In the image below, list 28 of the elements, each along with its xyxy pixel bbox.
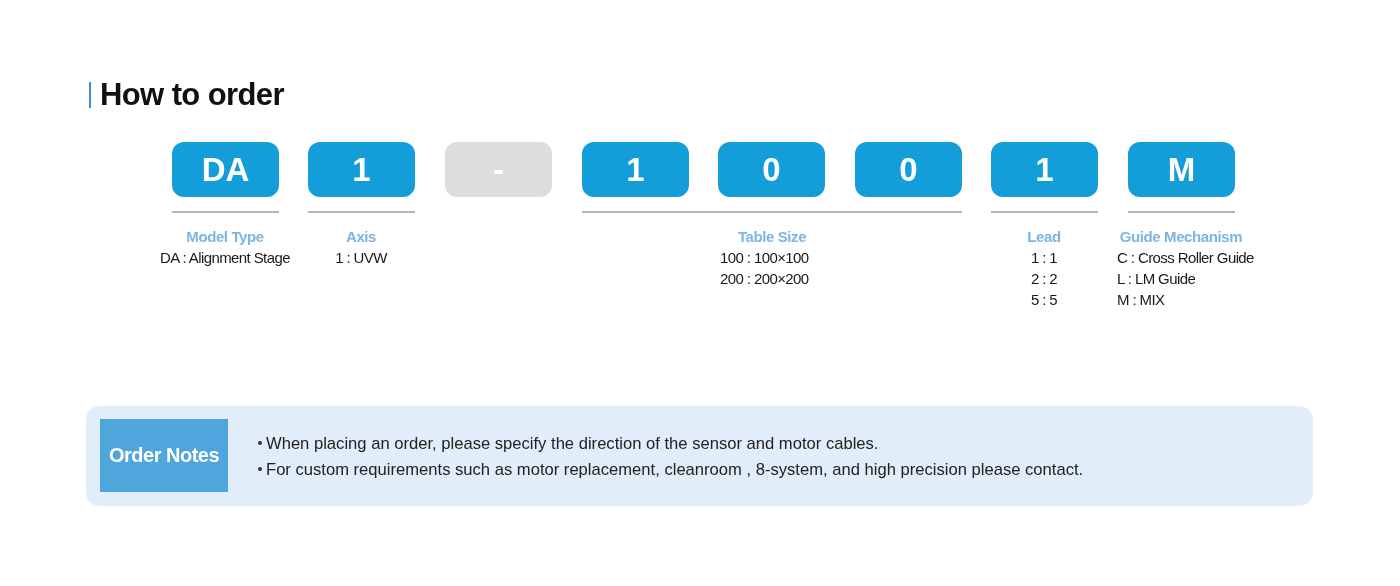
code-box: 1	[308, 142, 415, 197]
separator-box: -	[445, 142, 552, 197]
option-text: DA : Alignment Stage	[160, 248, 290, 267]
notes-heading-tag: Order Notes	[100, 419, 228, 492]
category-heading: Lead	[1027, 227, 1061, 246]
code-box: 1	[582, 142, 689, 197]
option-text: C : Cross Roller Guide	[1117, 248, 1254, 267]
code-box: M	[1128, 142, 1235, 197]
category-heading: Guide Mechanism	[1119, 227, 1243, 246]
option-text: 1 : UVW	[335, 248, 387, 267]
code-box: 0	[855, 142, 962, 197]
note-text: When placing an order, please specify the direction of the sensor and motor cables.	[266, 432, 879, 454]
option-text: 200 : 200×200	[720, 269, 809, 288]
note-text: For custom requirements such as motor replacement, cleanroom , 8-system, and high precision please contact.	[266, 458, 1084, 480]
code-box: DA	[172, 142, 279, 197]
category-heading: Model Type	[186, 227, 264, 246]
option-text: L : LM Guide	[1117, 269, 1196, 288]
notes-panel	[86, 406, 1313, 506]
code-box: 1	[991, 142, 1098, 197]
option-text: M : MIX	[1117, 290, 1165, 309]
option-text: 2 : 2	[1030, 269, 1058, 288]
option-text: 100 : 100×100	[720, 248, 809, 267]
option-text: 5 : 5	[1030, 290, 1058, 309]
code-box: 0	[718, 142, 825, 197]
category-heading: Axis	[345, 227, 377, 246]
option-text: 1 : 1	[1030, 248, 1058, 267]
category-heading: Table Size	[737, 227, 807, 246]
section-title: How to order	[100, 76, 284, 114]
